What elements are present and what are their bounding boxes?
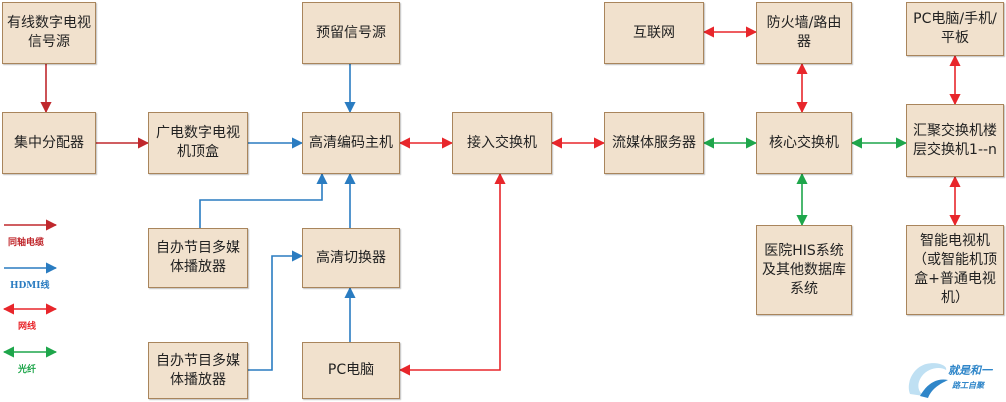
legend-coax-label: 同轴电缆: [8, 238, 45, 248]
smart-tv-box: 智能电视机（或智能机顶盒+普通电视机）: [906, 225, 1004, 315]
cable-tv-source-box: 有线数字电视信号源: [2, 2, 96, 64]
net-pc-access: [398, 172, 506, 376]
access-switch-box: 接入交换机: [452, 112, 552, 174]
pc-phone-tablet-box: PC电脑/手机/平板: [906, 2, 1004, 56]
streaming-server-box: 流媒体服务器: [604, 112, 704, 174]
core-switch-label: 核心交换机: [769, 134, 839, 151]
media-player-1-box: 自办节目多媒体播放器: [148, 228, 248, 288]
streaming-server-label: 流媒体服务器: [612, 134, 696, 151]
hdmi-player2-to-switcher: [248, 250, 304, 371]
hd-encoder-box: 高清编码主机: [302, 112, 400, 174]
cable-tv-source-label: 有线数字电视信号源: [7, 15, 91, 50]
legend-network-label: 网线: [18, 322, 37, 332]
reserved-source-label: 预留信号源: [316, 24, 386, 41]
hd-encoder-label: 高清编码主机: [309, 134, 393, 151]
aggregation-switch-box: 汇聚交换机楼层交换机1--n: [906, 104, 1004, 177]
pc-label: PC电脑: [327, 362, 375, 378]
pc-box: PC电脑: [302, 342, 400, 399]
watermark-text-line1: 就是和一: [948, 364, 992, 377]
hdmi-player1-to-encoder: [199, 172, 328, 228]
media-player-2-box: 自办节目多媒体播放器: [148, 342, 248, 399]
his-system-box: 医院HIS系统及其他数据库系统: [756, 225, 852, 315]
firewall-router-label: 防火墙/路由器: [766, 15, 842, 50]
watermark-logo-icon: [908, 363, 948, 398]
hd-switcher-label: 高清切换器: [316, 249, 386, 266]
legend-hdmi-label: HDMI线: [10, 281, 50, 291]
smart-tv-label: 智能电视机（或智能机顶盒+普通电视机）: [913, 233, 997, 306]
watermark-text-line2: 路工自聚: [952, 380, 984, 390]
internet-box: 互联网: [604, 2, 704, 64]
hd-switcher-box: 高清切换器: [302, 228, 400, 288]
firewall-router-box: 防火墙/路由器: [756, 2, 852, 64]
central-splitter-label: 集中分配器: [14, 134, 84, 151]
aggregation-switch-label: 汇聚交换机楼层交换机1--n: [913, 122, 997, 158]
access-switch-label: 接入交换机: [467, 134, 537, 151]
his-system-label: 医院HIS系统及其他数据库系统: [762, 242, 846, 297]
pc-phone-tablet-label: PC电脑/手机/平板: [913, 11, 997, 46]
internet-label: 互联网: [633, 24, 675, 41]
media-player-2-label: 自办节目多媒体播放器: [156, 352, 240, 388]
reserved-source-box: 预留信号源: [302, 2, 400, 64]
legend-fiber-label: 光纤: [18, 365, 37, 375]
stb-box: 广电数字电视机顶盒: [148, 112, 248, 174]
stb-label: 广电数字电视机顶盒: [156, 125, 240, 160]
core-switch-box: 核心交换机: [756, 112, 852, 174]
media-player-1-label: 自办节目多媒体播放器: [156, 240, 240, 275]
central-splitter-box: 集中分配器: [2, 112, 96, 174]
